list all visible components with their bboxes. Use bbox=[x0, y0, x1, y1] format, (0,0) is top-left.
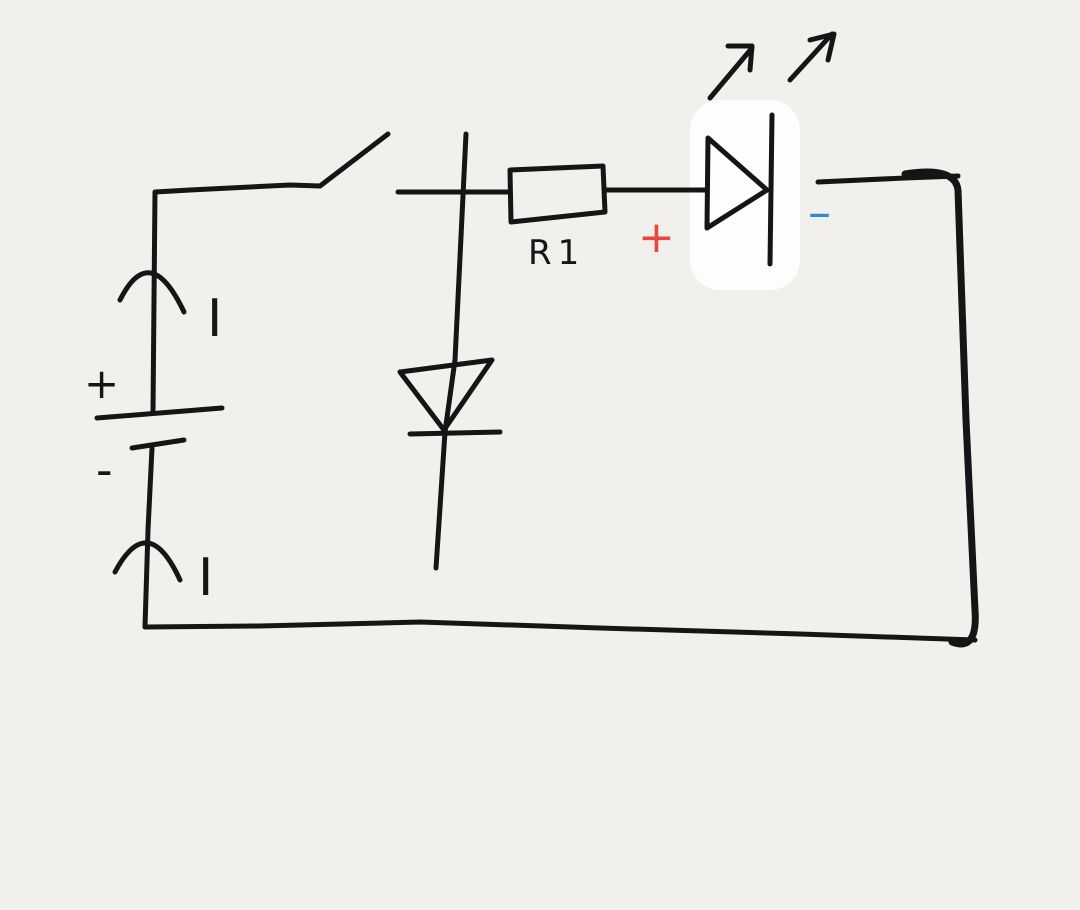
wire-right bbox=[901, 168, 979, 648]
diode-icon bbox=[397, 357, 495, 433]
led-icon bbox=[704, 135, 770, 231]
arrow-up-right-icon-2 bbox=[787, 31, 837, 83]
led-bar bbox=[767, 112, 775, 267]
arrow-up-icon bbox=[117, 270, 187, 315]
wire-top-left bbox=[150, 182, 323, 415]
led-plus-label: + bbox=[638, 212, 675, 263]
resistor-icon bbox=[507, 163, 608, 225]
current-label-top: I bbox=[207, 289, 222, 349]
resistor-label: R1 bbox=[528, 233, 585, 273]
arrow-up-right-icon bbox=[707, 43, 755, 101]
wire-diode-branch bbox=[433, 131, 469, 571]
battery-minus-label: - bbox=[96, 443, 113, 497]
wire-bottom bbox=[142, 619, 978, 643]
switch-icon bbox=[317, 131, 391, 189]
wire-bottom-left bbox=[142, 445, 155, 630]
current-label-bottom: I bbox=[198, 548, 213, 608]
battery-icon bbox=[94, 405, 225, 451]
led-minus-label: – bbox=[808, 185, 831, 239]
diode-bar bbox=[407, 429, 503, 437]
wire-top-right bbox=[815, 173, 961, 185]
battery-plus-label: + bbox=[84, 359, 119, 408]
arrow-up-icon-bottom bbox=[112, 540, 183, 583]
